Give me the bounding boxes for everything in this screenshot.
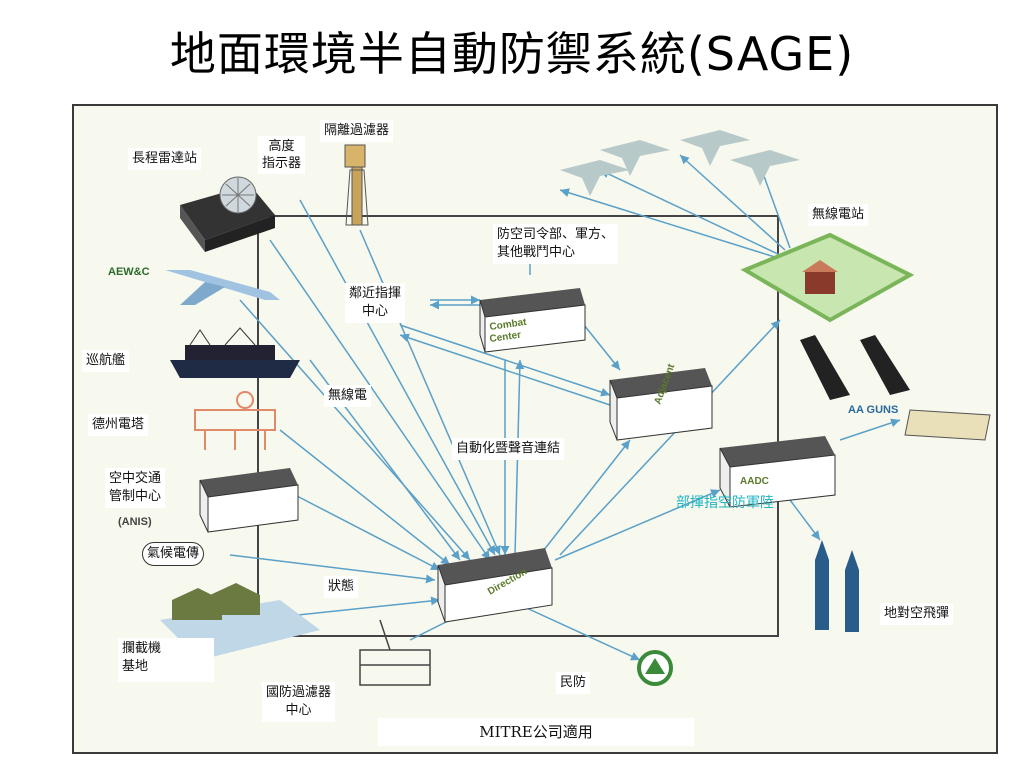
arrow-aew-direction: [239, 299, 471, 561]
inner-network-frame: [257, 215, 779, 637]
label-auto-voice: 自動化暨聲音連結: [452, 438, 565, 460]
direction-center-box: Direction: [437, 548, 553, 623]
label-anis: (ANIS): [118, 516, 152, 528]
label-aadc-note: 部揮指空防軍陸: [676, 495, 774, 511]
label-sam: 地對空飛彈: [880, 603, 954, 625]
sam-missiles-icon: [815, 540, 859, 632]
svg-text:AADC: AADC: [740, 476, 769, 487]
arrow-texas-direction: [279, 429, 451, 566]
arrow-direction-radio: [559, 319, 781, 556]
radio-station-icon: [740, 232, 915, 323]
arrow-direction-aadc: [554, 489, 721, 561]
combat-center-box: Combat Center: [479, 288, 586, 353]
arrow-radio-aircraft4: [559, 188, 779, 259]
height-finder-icon: [344, 144, 369, 226]
label-interceptor-base: 攔截機 基地: [118, 638, 214, 682]
fighter-aircraft-icons: [560, 130, 800, 196]
label-aew: AEW&C: [108, 266, 150, 278]
atc-building-icon: [199, 468, 299, 533]
arrow-height-direction: [299, 199, 496, 556]
label-radio: 無線電: [324, 385, 372, 407]
label-long-range-radar: 長程雷達站: [128, 148, 202, 170]
arrow-weather-direction: [229, 554, 436, 584]
texas-tower-icon: [194, 391, 276, 450]
arrow-radio-aircraft3: [758, 164, 791, 249]
connection-arrows: [229, 154, 901, 661]
label-aa-guns: AA GUNS: [848, 404, 899, 416]
arrow-radio-aircraft1: [599, 169, 781, 256]
label-status: 狀態: [324, 576, 359, 598]
civil-defense-icon: [637, 650, 673, 686]
picket-ship-icon: [170, 327, 300, 378]
arrow-combat-adjacent-center: [579, 319, 621, 371]
arrow-aadc-guns: [839, 418, 901, 441]
adjacent-direction-center-box: Adjacent: [609, 362, 713, 441]
radar-station-icon: [180, 176, 275, 252]
arrow-aadc-sam: [789, 499, 821, 541]
arrow-radar-direction: [269, 239, 491, 561]
arrow-gapfiller-direction: [359, 229, 501, 556]
label-atc-center: 空中交通 管制中心: [105, 468, 166, 508]
label-defense-filter: 國防過濾器 中心: [262, 682, 336, 722]
arrow-direction-civil: [519, 604, 641, 661]
aadc-box: AADC: [719, 436, 836, 508]
radar-console-icon: [904, 409, 991, 441]
label-height-indicator: 高度 指示器: [258, 136, 306, 174]
label-command-hq: 防空司令部、軍方、 其他戰鬥中心: [493, 224, 619, 264]
footer-note: MITRE公司適用: [378, 718, 694, 746]
label-weather: 氣候電傳: [142, 542, 205, 566]
arrow-adjacent-cmd-adjacent-center: [399, 324, 611, 397]
svg-text:Center: Center: [489, 330, 522, 345]
label-civil-defense: 民防: [556, 672, 591, 694]
label-adjacent-command: 鄰近指揮 中心: [345, 283, 406, 323]
label-gap-filler: 隔離過濾器: [320, 120, 394, 142]
label-picket-ship: 巡航艦: [82, 350, 130, 372]
aa-guns-icon: [800, 335, 910, 400]
arrow-atc-direction: [294, 494, 441, 571]
page-title: 地面環境半自動防禦系統(SAGE): [169, 27, 855, 81]
filter-center-icon: [359, 619, 431, 686]
arrow-adjacent-center-adjacent-cmd: [399, 333, 611, 406]
aew-aircraft-icon: [165, 270, 280, 305]
label-texas-tower: 德州電塔: [88, 414, 149, 436]
arrow-direction-adjacent: [539, 439, 631, 556]
label-radio-station: 無線電站: [808, 204, 869, 226]
svg-text:Combat: Combat: [489, 317, 528, 333]
arrow-radio-aircraft2: [679, 154, 786, 251]
